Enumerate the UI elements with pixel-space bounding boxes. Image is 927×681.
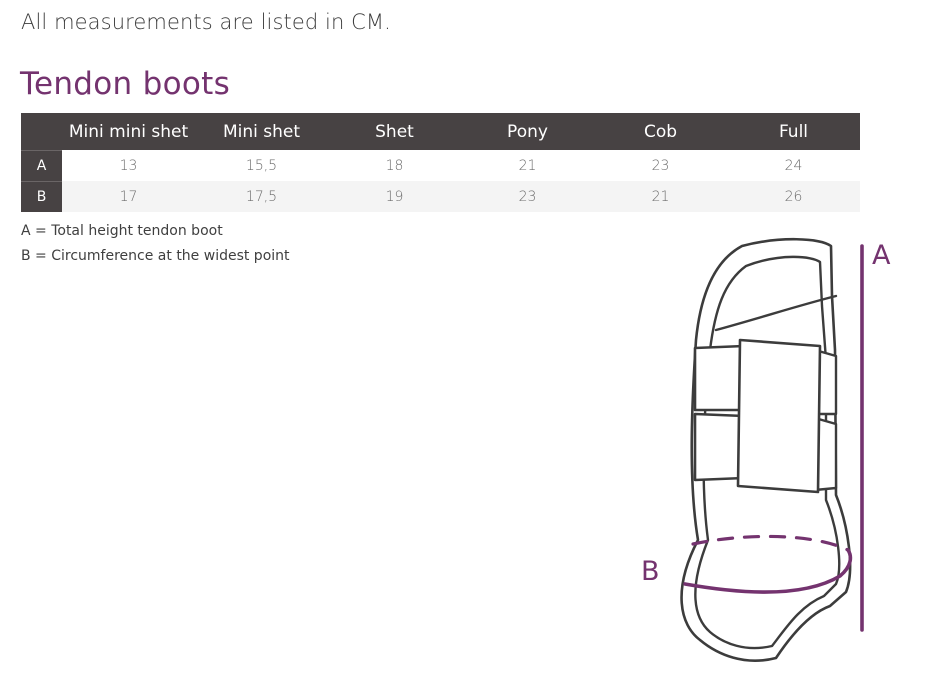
boot-cuff-line <box>714 294 838 332</box>
lower-strap <box>693 412 746 482</box>
column-header: Pony <box>507 121 548 142</box>
table-cell: 26 <box>727 181 860 212</box>
upper-strap <box>693 344 746 412</box>
column-header: Shet <box>375 121 414 142</box>
table-row: B 17 17,5 19 23 21 26 <box>21 180 860 212</box>
column-header: Mini shet <box>222 121 301 142</box>
column-header: Cob <box>643 121 678 142</box>
size-table: Mini mini shet Mini shet Shet Pony Cob F… <box>21 113 860 212</box>
circumference-line <box>683 548 853 594</box>
table-row: A 13 15,5 18 21 23 24 <box>21 149 860 181</box>
label-a: A <box>872 240 891 271</box>
table-header-row: Mini mini shet Mini shet Shet Pony Cob F… <box>21 113 860 150</box>
table-cell: 21 <box>518 157 537 174</box>
tendon-boot-icon <box>680 237 864 662</box>
table-cell: 24 <box>784 157 803 174</box>
table-cell: 17 <box>62 181 195 212</box>
circumference-dashed-line <box>691 534 850 552</box>
table-cell: 18 <box>385 157 404 174</box>
table-header-corner <box>21 113 62 150</box>
table-cell: 21 <box>594 181 727 212</box>
strike-plate <box>736 338 822 494</box>
table-cell: 23 <box>651 157 670 174</box>
table-cell: 15,5 <box>245 157 278 174</box>
strap-end-lower <box>813 416 838 492</box>
row-label: B <box>21 180 62 212</box>
boot-outer-outline <box>680 237 852 662</box>
label-b: B <box>641 556 660 587</box>
table-cell: 17,5 <box>195 181 328 212</box>
column-header: Full <box>778 121 809 142</box>
row-label: A <box>21 149 62 181</box>
column-header: Mini mini shet <box>68 121 189 142</box>
table-cell: 13 <box>119 157 138 174</box>
legend-b: B = Circumference at the widest point <box>21 248 290 264</box>
legend-a: A = Total height tendon boot <box>21 223 223 239</box>
table-cell: 23 <box>461 181 594 212</box>
intro-text: All measurements are listed in CM. <box>21 10 391 34</box>
legend: A = Total height tendon boot B = Circumf… <box>21 219 290 269</box>
section-title: Tendon boots <box>20 66 231 102</box>
table-cell: 19 <box>328 181 461 212</box>
